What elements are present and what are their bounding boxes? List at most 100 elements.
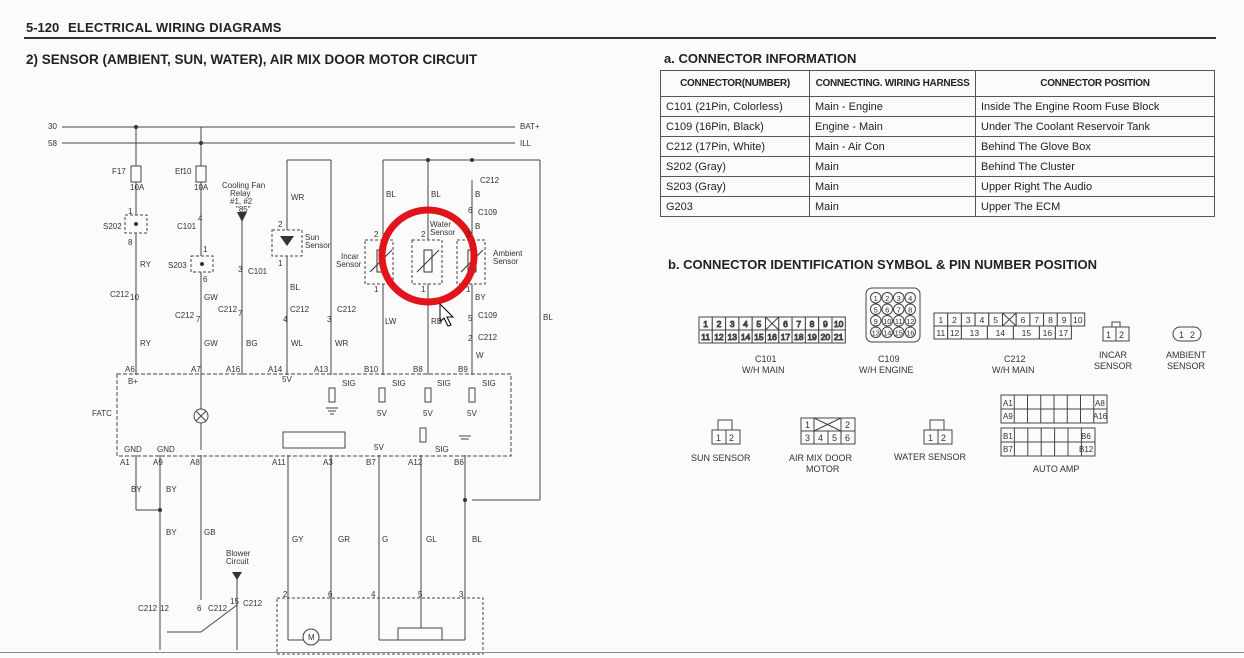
- f17-label: F17: [112, 167, 126, 176]
- c212-pin: 6: [1021, 315, 1026, 325]
- pin-label: A12: [408, 458, 423, 467]
- c109-cell: [870, 303, 882, 315]
- c212-label: C212: [1004, 354, 1026, 364]
- ef10-rating: 10A: [194, 183, 209, 192]
- c109-cell: [881, 315, 893, 327]
- c101-pin: 5: [756, 319, 761, 329]
- c109-cell: [893, 326, 905, 338]
- wire-code: B: [475, 190, 480, 199]
- airmix-pin: 5: [832, 433, 837, 443]
- table-cell: Upper The ECM: [975, 196, 1215, 217]
- c212-pin: 3: [966, 315, 971, 325]
- autoamp-pin: A16: [1093, 412, 1108, 421]
- c109-label: C109: [878, 354, 900, 364]
- wire-code: W: [476, 351, 484, 360]
- blower-label: Circuit: [226, 557, 249, 566]
- sun-sensor-label: Sun: [305, 233, 319, 242]
- c212-label: C212: [138, 604, 158, 613]
- pin-label: B6: [454, 458, 464, 467]
- c109-cell: [904, 315, 916, 327]
- c101-cell: [831, 329, 846, 344]
- c101-pin: 12: [714, 332, 724, 342]
- pin-label: A16: [226, 365, 241, 374]
- ambient-label: SENSOR: [1167, 361, 1206, 371]
- c109-pin: 8: [908, 305, 912, 314]
- pin-label: A3: [323, 458, 333, 467]
- b-plus-label: B+: [128, 377, 138, 386]
- fuse-f17: [130, 165, 142, 183]
- c212-cell: [1054, 325, 1072, 340]
- bus-30-label: 30: [48, 122, 57, 131]
- incar-label: INCAR: [1099, 350, 1128, 360]
- mouse-cursor-icon: [439, 302, 455, 327]
- bat-label: BAT+: [520, 122, 540, 131]
- c212-label: C212: [337, 305, 357, 314]
- wire-code: BY: [166, 485, 177, 494]
- pin-label: A8: [190, 458, 200, 467]
- wire-code: BG: [246, 339, 258, 348]
- c101-pin: 10: [834, 319, 844, 329]
- pin-label: B10: [364, 365, 379, 374]
- pin-number: 2: [421, 230, 426, 239]
- sig-label: SIG: [392, 379, 406, 388]
- sun-pin: 1: [716, 433, 721, 443]
- pin-number: 1: [421, 285, 426, 294]
- pin-number: 1: [278, 259, 283, 268]
- wire-code: WL: [291, 339, 304, 348]
- airmix-label: MOTOR: [806, 464, 840, 474]
- pin-number: 5: [468, 314, 473, 323]
- c212-label: C212: [218, 305, 238, 314]
- motor-label: M: [308, 633, 315, 642]
- s202-label: S202: [103, 222, 122, 231]
- c109-cell: [881, 292, 893, 304]
- fuse-ef10: [195, 165, 207, 183]
- c212-pin: 13: [970, 328, 980, 338]
- c101-label: C101: [755, 354, 777, 364]
- blower-arrow-icon: [232, 572, 242, 580]
- c101-pin: 13: [728, 332, 738, 342]
- airmix-pin: 4: [818, 433, 823, 443]
- pin-number: 4: [198, 214, 203, 223]
- c212-pin: 12: [950, 328, 960, 338]
- schematic-labels: 30 58 BAT+ ILL F17 10A Ef10 10A Cooling …: [48, 122, 553, 642]
- wire-code: BL: [431, 190, 441, 199]
- c212-label: C212: [208, 604, 228, 613]
- pin-number: 5: [418, 590, 423, 599]
- wire-code: BY: [475, 293, 486, 302]
- water-sensor-label: Sensor: [430, 228, 456, 237]
- pin-number: 1: [466, 285, 471, 294]
- autoamp-label: AUTO AMP: [1033, 464, 1079, 474]
- motor-icon: [302, 628, 320, 646]
- water-pin: 1: [928, 433, 933, 443]
- c212-pin: 10: [1073, 315, 1083, 325]
- fatc-label: FATC: [92, 409, 112, 418]
- pin-label: B9: [458, 365, 468, 374]
- table-cell: C212 (17Pin, White): [660, 136, 810, 157]
- pin-number: 2: [468, 334, 473, 343]
- sun-pin: 2: [729, 433, 734, 443]
- pin-number: 2: [374, 230, 379, 239]
- wire-code: WR: [291, 193, 305, 202]
- c109-pin: 4: [908, 294, 912, 303]
- bus-58-label: 58: [48, 139, 57, 148]
- wire-code: RY: [140, 260, 152, 269]
- ill-label: ILL: [520, 139, 532, 148]
- pin-number: 8: [128, 238, 133, 247]
- c109-label: C109: [478, 208, 498, 217]
- sun-sensor-conn-label: SUN SENSOR: [691, 453, 751, 463]
- sig-label: SIG: [435, 445, 449, 454]
- c101-pin: 16: [767, 332, 777, 342]
- c101-pin: 9: [823, 319, 828, 329]
- c212-pin: 5: [993, 315, 998, 325]
- table-cell: G203: [660, 196, 810, 217]
- relay-label: #1, #2: [230, 197, 253, 206]
- v5-label: 5V: [374, 443, 384, 452]
- c212-cell: [1070, 312, 1086, 327]
- wire-code: BL: [543, 313, 553, 322]
- relay-icon: [237, 212, 247, 222]
- c101-pin: 21: [834, 332, 844, 342]
- table-cell: C109 (16Pin, Black): [660, 116, 810, 137]
